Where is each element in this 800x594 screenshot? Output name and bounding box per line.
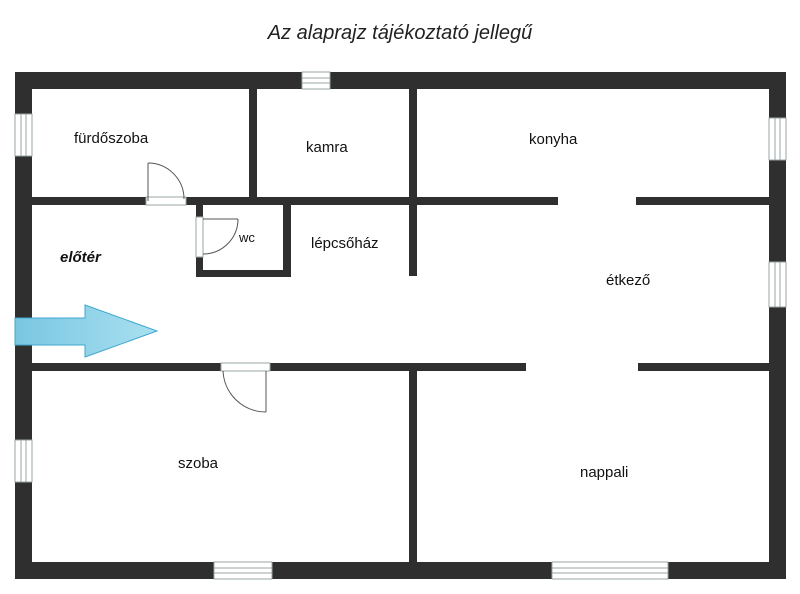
door-szoba [220,362,271,413]
window-bottom-szoba [213,561,273,580]
wall-stair-right [409,205,417,276]
wall-wc-bottom [196,270,291,277]
room-label-kamra: kamra [306,139,348,156]
window-left-bath [14,113,33,157]
door-bath [145,162,187,206]
room-label-etkezo: étkező [606,272,650,289]
window-left-szoba [14,439,33,483]
room-label-nappali: nappali [580,464,628,481]
wall-kamra-konyha [409,89,417,198]
windows [14,71,787,580]
room-label-furdoszoba: fürdőszoba [74,130,149,147]
room-label-szoba: szoba [178,455,219,472]
window-right-etkezo [768,261,787,308]
wall-mid-left [32,363,221,371]
wall-bath-bottom-left [32,197,146,205]
wall-szoba-nappali [409,371,417,562]
room-label-wc: wc [238,230,255,245]
wall-mid-center [270,363,526,371]
window-bottom-nappali [551,561,669,580]
outer-wall-bottom [15,562,786,579]
wall-bath-kamra [249,89,257,198]
plan-title: Az alaprajz tájékoztató jellegű [267,22,533,44]
window-top [301,71,331,90]
wall-mid-right [638,363,769,371]
wall-bath-bottom-right [186,197,558,205]
wall-kitchen-bottom-right [636,197,769,205]
entrance-arrow-icon [14,304,159,358]
window-right-konyha [768,117,787,161]
wall-wc-right [283,205,291,277]
outer-wall-top [15,72,786,89]
room-label-konyha: konyha [529,131,578,148]
door-wc [195,216,239,258]
outer-wall-right [769,72,786,579]
doors [145,162,271,413]
room-label-lepcsohaz: lépcsőház [311,235,379,252]
room-label-eloter: előtér [60,249,102,266]
